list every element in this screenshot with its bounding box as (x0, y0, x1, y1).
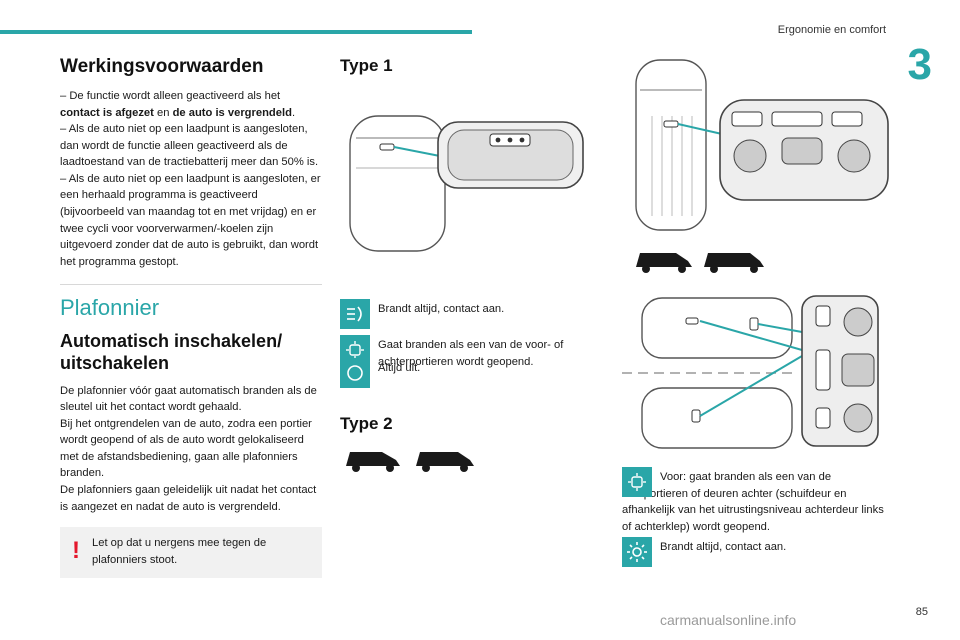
sun-icon (622, 537, 652, 568)
condition-bold-2: de auto is vergrendeld (172, 106, 292, 119)
condition-mid: en (153, 106, 173, 119)
legend-on-right-text: Brandt altijd, contact aan. (660, 541, 787, 554)
left-column: Werkingsvoorwaarden – De functie wordt a… (60, 56, 322, 579)
light-on-icon (340, 299, 370, 329)
type2-vehicle-icons-right (636, 253, 764, 273)
operating-conditions-text: – De functie wordt alleen geactiveerd al… (60, 88, 322, 270)
condition-2: – Als de auto niet op een laadpunt is aa… (60, 123, 319, 169)
legend-door-text: Gaat branden als een van de voor- of ach… (378, 339, 564, 368)
condition-3: – Als de auto niet op een laadpunt is aa… (60, 172, 321, 268)
legend-off-text: Altijd uit. (378, 362, 421, 375)
warning-icon: ! (72, 537, 80, 565)
page-number: 85 (915, 606, 928, 618)
type1-illustration (349, 115, 584, 252)
legend-door-right-text: Voor: gaat branden als een van de voorpo… (622, 471, 884, 533)
condition-1a: – De functie wordt alleen geactiveerd al… (60, 90, 281, 102)
chapter-title: Ergonomie en comfort (777, 24, 886, 36)
legend-on-text: Brandt altijd, contact aan. (378, 303, 505, 315)
legend-row-door: Gaat branden als een van de voor- of ach… (340, 335, 602, 370)
right-legend: Voor: gaat branden als een van de voorpo… (622, 467, 892, 568)
type1-legend: Brandt altijd, contact aan. Gaat branden… (340, 299, 602, 389)
right-column: Voor: gaat branden als een van de voorpo… (622, 56, 892, 568)
legend-row-on: Brandt altijd, contact aan. (340, 299, 602, 329)
door-light-icon-right (622, 467, 652, 497)
type1-title: Type 1 (340, 56, 393, 75)
type2-illustration-top (635, 59, 889, 231)
auto-switch-heading: Automatisch inschakelen/ uitschakelen (60, 331, 283, 373)
operating-conditions-heading: Werkingsvoorwaarden (60, 56, 264, 77)
warning-text: Let op dat u nergens mee tegen de plafon… (92, 537, 267, 566)
chapter-number: 3 (907, 40, 932, 89)
middle-column: Type 1 Brandt altijd, contact aan. Gaat … (340, 56, 602, 481)
condition-bold-1: contact is afgezet (60, 106, 154, 119)
light-off-icon (340, 358, 370, 389)
legend-row-off: Altijd uit. (340, 358, 602, 389)
header-accent-bar (0, 30, 472, 34)
type2-vehicle-icons (346, 452, 474, 473)
type2-title: Type 2 (340, 414, 393, 434)
legend-row-on-right: Brandt altijd, contact aan. (622, 537, 892, 568)
watermark: carmanualsonline.info (660, 612, 797, 628)
warning-box: ! Let op dat u nergens mee tegen de plaf… (60, 527, 322, 579)
auto-switch-body: De plafonnier vóór gaat automatisch bran… (60, 384, 317, 513)
section-title: Plafonnier (60, 284, 322, 321)
condition-end: . (291, 106, 296, 119)
type2-illustration-long (622, 295, 879, 449)
condition-1b: contact is afgezet en de auto is vergren… (60, 105, 322, 122)
